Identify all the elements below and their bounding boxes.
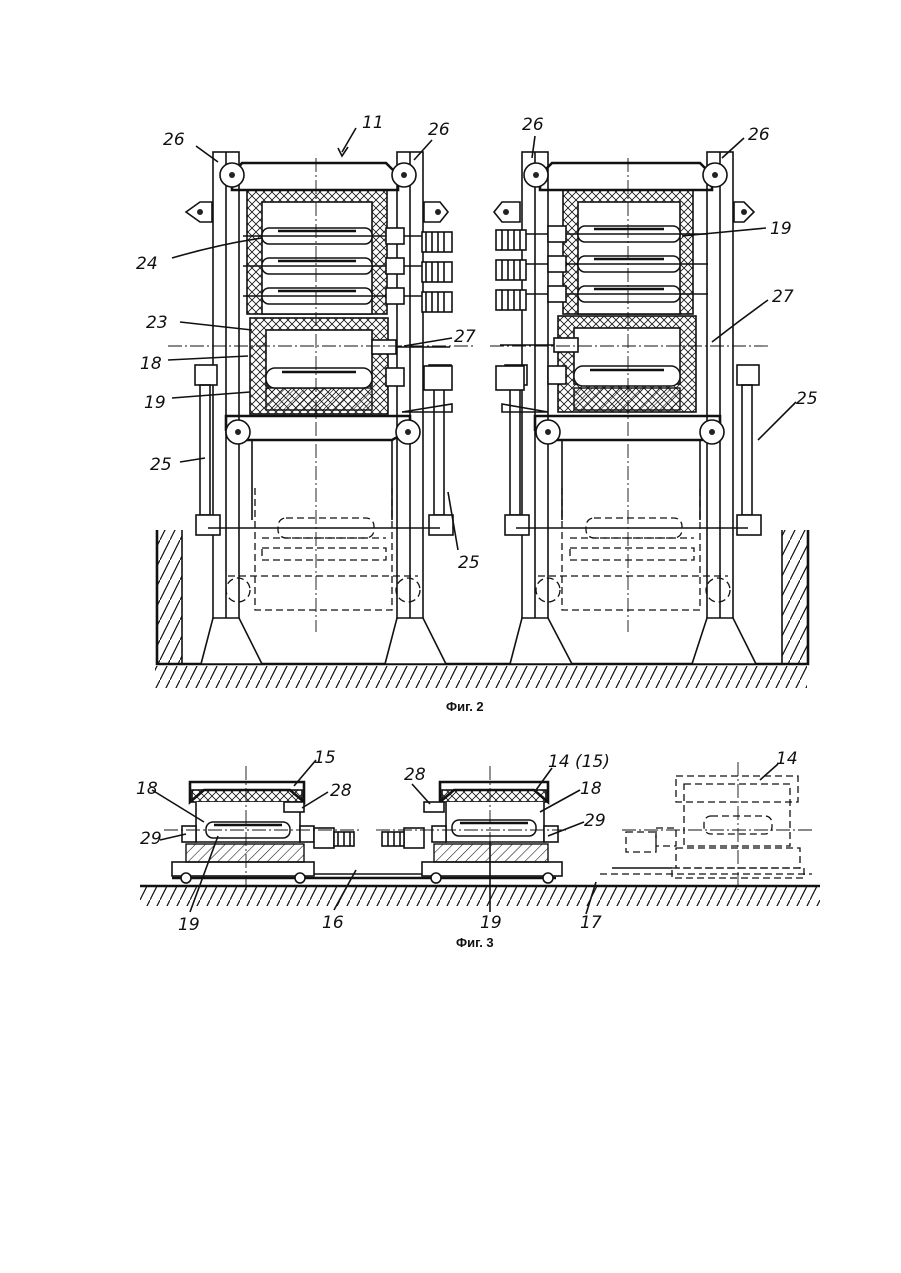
figure-2-caption: Фиг. 2 — [446, 699, 484, 714]
label-17: 17 — [580, 913, 602, 933]
label-24: 24 — [136, 254, 158, 274]
label-18-left: 18 — [136, 779, 158, 799]
label-19-right: 19 — [770, 219, 792, 239]
figure-3: 15 18 28 29 19 16 28 14 (15) 18 29 19 17… — [136, 748, 820, 950]
label-26-a: 26 — [163, 130, 185, 150]
label-19-left-car: 19 — [178, 915, 200, 935]
label-23: 23 — [146, 313, 168, 333]
label-14-15: 14 (15) — [548, 752, 610, 772]
label-16: 16 — [322, 913, 344, 933]
label-18: 18 — [140, 354, 162, 374]
label-25-right: 25 — [796, 389, 818, 409]
label-19-middle: 19 — [480, 913, 502, 933]
label-28-left: 28 — [330, 781, 352, 801]
label-14: 14 — [776, 749, 798, 769]
label-27-left: 27 — [454, 327, 476, 347]
label-29-left: 29 — [140, 829, 162, 849]
figure-3-caption: Фиг. 3 — [456, 935, 494, 950]
label-28-middle: 28 — [404, 765, 426, 785]
label-11: 11 — [362, 113, 384, 133]
fig3-right-car-dashed — [612, 762, 812, 890]
label-25-bottom: 25 — [458, 553, 480, 573]
label-29-middle: 29 — [584, 811, 606, 831]
fig2-left-tower — [168, 152, 475, 664]
figure-2: 11 26 26 26 26 24 23 18 19 25 27 19 27 2… — [136, 113, 818, 714]
label-27-right: 27 — [772, 287, 794, 307]
label-26-c: 26 — [522, 115, 544, 135]
label-19-left: 19 — [144, 393, 166, 413]
label-18-middle: 18 — [580, 779, 602, 799]
fig2-right-tower — [490, 152, 770, 664]
label-15: 15 — [314, 748, 336, 768]
label-26-b: 26 — [428, 120, 450, 140]
label-25-left: 25 — [150, 455, 172, 475]
label-26-d: 26 — [748, 125, 770, 145]
fig3-ground — [140, 886, 820, 906]
